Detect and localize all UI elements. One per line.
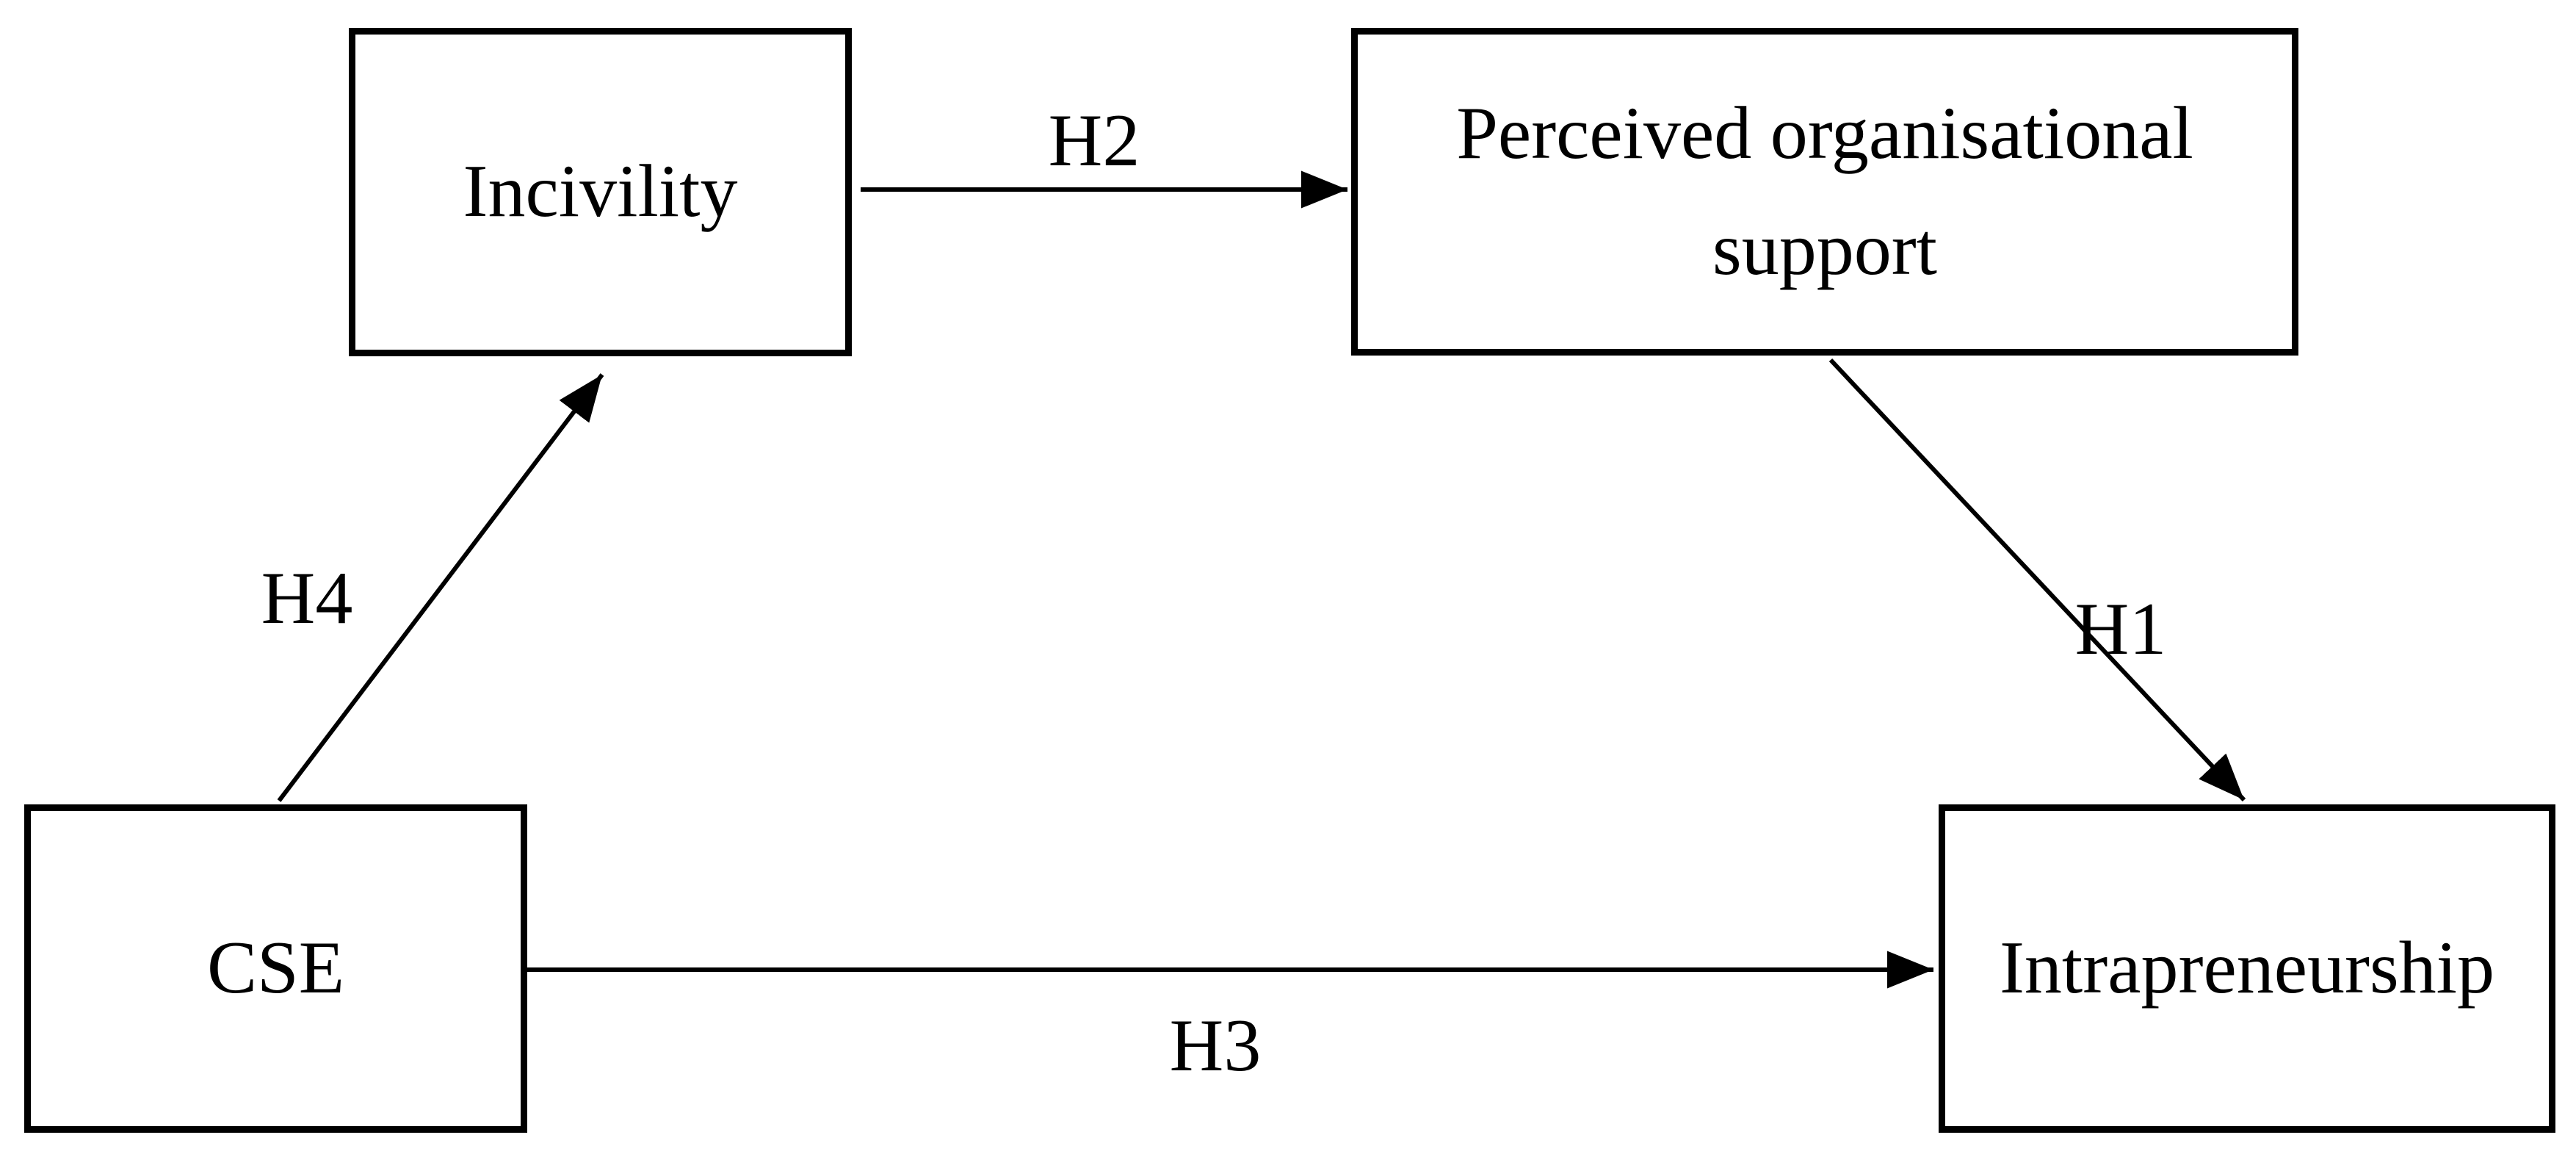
node-cse-label: CSE <box>206 926 345 1010</box>
node-perceived-organisational-support-label: Perceived organisational support <box>1456 91 2193 291</box>
node-intrapreneurship-label: Intrapreneurship <box>1999 926 2495 1010</box>
node-intrapreneurship: Intrapreneurship <box>1939 804 2555 1133</box>
node-incivility-label: Incivility <box>463 150 738 234</box>
node-perceived-organisational-support: Perceived organisational support <box>1351 28 2298 356</box>
edge-h2-label: H2 <box>1048 99 1140 182</box>
edge-h1-arrow <box>1828 358 2246 802</box>
edge-h4-arrow <box>277 373 604 802</box>
node-cse: CSE <box>24 804 527 1133</box>
edge-h4-label: H4 <box>261 557 353 640</box>
node-incivility: Incivility <box>349 28 852 356</box>
edge-h3-label: H3 <box>1169 1004 1262 1087</box>
edge-h1-label: H1 <box>2074 588 2167 671</box>
